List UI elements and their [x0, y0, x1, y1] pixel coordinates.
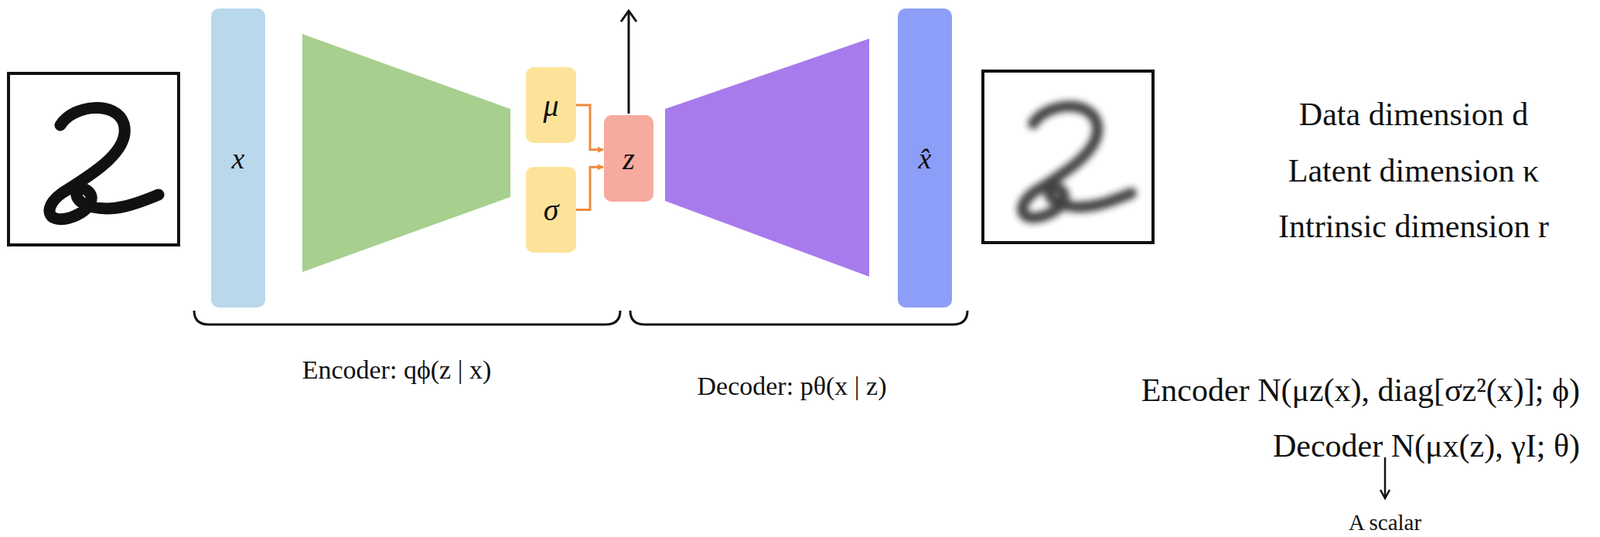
- node-label: z: [622, 140, 635, 178]
- node-label: μ: [542, 87, 559, 124]
- latent-arrow: [627, 12, 631, 114]
- latent-arrowhead: [620, 10, 637, 22]
- encoder-caption: Encoder: qϕ(z | x): [302, 354, 492, 386]
- scalar-note: A scalar: [1348, 510, 1422, 536]
- decoder-network: [665, 38, 870, 277]
- mean-box: μ: [525, 67, 577, 144]
- latent-box: z: [603, 115, 654, 202]
- encoder-brace: [194, 310, 621, 325]
- output-vector: x̂: [897, 8, 952, 308]
- encoder-network: [302, 34, 511, 273]
- dimension-note: Data dimension d: [1299, 95, 1529, 134]
- node-label: σ: [543, 191, 560, 229]
- node-label: x̂: [918, 141, 932, 176]
- blurry-digit-two: [1022, 106, 1132, 219]
- output-image-frame: [982, 71, 1154, 243]
- digit-two: [49, 108, 159, 220]
- sampling-connector: [576, 167, 604, 210]
- decoder-formula: Decoder N(μx(z), γI; θ): [1272, 427, 1580, 465]
- input-vector: x: [211, 8, 266, 308]
- encoder-formula: Encoder N(μz(x), diag[σz²(x)]; ϕ): [1141, 371, 1580, 410]
- node-label: x: [231, 141, 246, 176]
- sampling-connector: [576, 105, 604, 151]
- decoder-brace: [630, 310, 968, 325]
- sigma-box: σ: [525, 167, 577, 253]
- dimension-note: Intrinsic dimension r: [1278, 208, 1549, 246]
- dimension-note: Latent dimension κ: [1288, 152, 1539, 190]
- input-image-frame: [8, 73, 179, 246]
- decoder-caption: Decoder: pθ(x | z): [697, 371, 887, 402]
- scalar-pointer-head: [1380, 490, 1390, 499]
